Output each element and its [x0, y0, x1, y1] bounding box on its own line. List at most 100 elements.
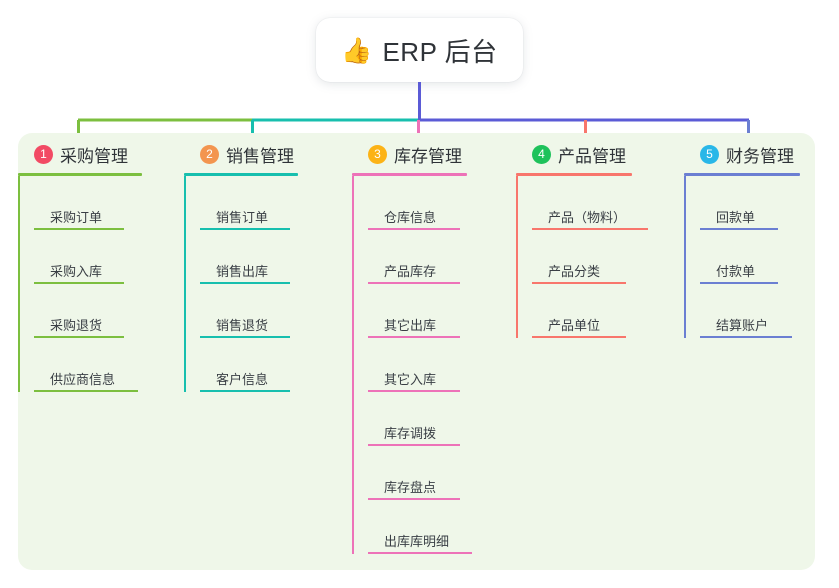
- branch-header-underline: [684, 173, 800, 176]
- branch-item-underline: [368, 282, 460, 284]
- branch-item-label: 采购入库: [50, 264, 103, 279]
- branch-item[interactable]: 结算账户: [700, 284, 800, 338]
- branch-item[interactable]: 采购订单: [34, 176, 142, 230]
- branch-item-underline: [700, 336, 792, 338]
- branch-item-underline: [532, 336, 626, 338]
- branch-item-label: 其它入库: [384, 372, 437, 387]
- branch-item-label: 销售退货: [216, 318, 269, 333]
- branch-item[interactable]: 销售退货: [200, 284, 298, 338]
- branch-item[interactable]: 采购入库: [34, 230, 142, 284]
- branch-number-badge: 4: [532, 144, 551, 164]
- branch-item-label: 库存调拨: [384, 426, 437, 441]
- branch-item-label: 其它出库: [384, 318, 437, 333]
- branch-number-badge: 5: [700, 144, 719, 164]
- branch-spine: [184, 176, 186, 392]
- branch-spine: [684, 176, 686, 338]
- branch-item[interactable]: 销售出库: [200, 230, 298, 284]
- branch-header-underline: [352, 173, 467, 176]
- branch-items: 采购订单采购入库采购退货供应商信息: [18, 176, 142, 392]
- branch-item-label: 产品单位: [548, 318, 601, 333]
- branch-item[interactable]: 产品单位: [532, 284, 632, 338]
- branch-item-underline: [368, 498, 460, 500]
- thumbs-up-icon: 👍: [341, 36, 373, 65]
- branch-item[interactable]: 采购退货: [34, 284, 142, 338]
- branch-item-label: 回款单: [716, 210, 756, 225]
- branch-spine: [352, 176, 354, 554]
- branch-number-badge: 1: [34, 144, 53, 164]
- branch-item-underline: [368, 390, 460, 392]
- branch-header-5[interactable]: 5 财务管理: [684, 140, 800, 168]
- branch-item-underline: [200, 390, 290, 392]
- branch-item-underline: [200, 282, 290, 284]
- branch-column-5: 5 财务管理回款单付款单结算账户: [684, 140, 800, 338]
- branch-item[interactable]: 库存盘点: [368, 446, 467, 500]
- branch-item-underline: [368, 444, 460, 446]
- branch-header-label: 财务管理: [726, 146, 794, 166]
- branch-item[interactable]: 销售订单: [200, 176, 298, 230]
- branch-item-label: 出库库明细: [384, 534, 450, 549]
- branch-header-label: 销售管理: [226, 146, 294, 166]
- root-node-erp-backend[interactable]: 👍 ERP 后台: [316, 18, 523, 82]
- branch-item[interactable]: 产品库存: [368, 230, 467, 284]
- branch-item-label: 产品库存: [384, 264, 437, 279]
- branch-column-3: 3 库存管理仓库信息产品库存其它出库其它入库库存调拨库存盘点出库库明细: [352, 140, 472, 554]
- branch-item-underline: [368, 228, 460, 230]
- branch-item-label: 客户信息: [216, 372, 269, 387]
- branch-header-underline: [18, 173, 142, 176]
- branch-item[interactable]: 产品（物料）: [532, 176, 648, 230]
- branch-item-underline: [34, 390, 138, 392]
- branch-item[interactable]: 产品分类: [532, 230, 632, 284]
- branch-item-underline: [368, 336, 460, 338]
- branch-item-underline: [368, 552, 472, 554]
- branch-item-label: 销售订单: [216, 210, 269, 225]
- branch-item-underline: [34, 336, 124, 338]
- branch-item-underline: [700, 228, 778, 230]
- branch-item-underline: [200, 228, 290, 230]
- branch-column-2: 2 销售管理销售订单销售出库销售退货客户信息: [184, 140, 298, 392]
- branch-item[interactable]: 仓库信息: [368, 176, 467, 230]
- branch-items: 回款单付款单结算账户: [684, 176, 800, 338]
- branch-item-underline: [34, 282, 124, 284]
- branch-item-label: 产品分类: [548, 264, 601, 279]
- branch-item-label: 销售出库: [216, 264, 269, 279]
- branch-items: 产品（物料） 产品分类产品单位: [516, 176, 648, 338]
- branch-item-underline: [200, 336, 290, 338]
- branch-item-label: 采购订单: [50, 210, 103, 225]
- branch-items: 仓库信息产品库存其它出库其它入库库存调拨库存盘点出库库明细: [352, 176, 472, 554]
- branch-item[interactable]: 出库库明细: [368, 500, 472, 554]
- group-panel: [18, 133, 815, 570]
- branch-item-label: 结算账户: [716, 318, 769, 333]
- branch-item[interactable]: 付款单: [700, 230, 800, 284]
- branch-header-label: 库存管理: [394, 146, 462, 166]
- branch-items: 销售订单销售出库销售退货客户信息: [184, 176, 298, 392]
- branch-header-label: 采购管理: [60, 146, 128, 166]
- branch-item[interactable]: 供应商信息: [34, 338, 142, 392]
- branch-item-underline: [700, 282, 778, 284]
- branch-item-label: 产品（物料）: [548, 210, 627, 225]
- branch-number-badge: 3: [368, 144, 387, 164]
- branch-item-label: 库存盘点: [384, 480, 437, 495]
- branch-header-1[interactable]: 1 采购管理: [18, 140, 142, 168]
- branch-item[interactable]: 其它入库: [368, 338, 467, 392]
- branch-item-underline: [532, 228, 648, 230]
- branch-item[interactable]: 库存调拨: [368, 392, 467, 446]
- branch-item-label: 付款单: [716, 264, 756, 279]
- branch-header-underline: [516, 173, 632, 176]
- root-node-label: ERP 后台: [382, 36, 498, 67]
- branch-item[interactable]: 回款单: [700, 176, 800, 230]
- branch-header-2[interactable]: 2 销售管理: [184, 140, 298, 168]
- branch-spine: [18, 176, 20, 392]
- branch-header-3[interactable]: 3 库存管理: [352, 140, 467, 168]
- branch-number-badge: 2: [200, 144, 219, 164]
- branch-item[interactable]: 客户信息: [200, 338, 298, 392]
- branch-item-underline: [532, 282, 626, 284]
- branch-item-label: 采购退货: [50, 318, 103, 333]
- branch-item-label: 供应商信息: [50, 372, 116, 387]
- branch-item-label: 仓库信息: [384, 210, 437, 225]
- branch-item-underline: [34, 228, 124, 230]
- branch-item[interactable]: 其它出库: [368, 284, 467, 338]
- branch-header-underline: [184, 173, 298, 176]
